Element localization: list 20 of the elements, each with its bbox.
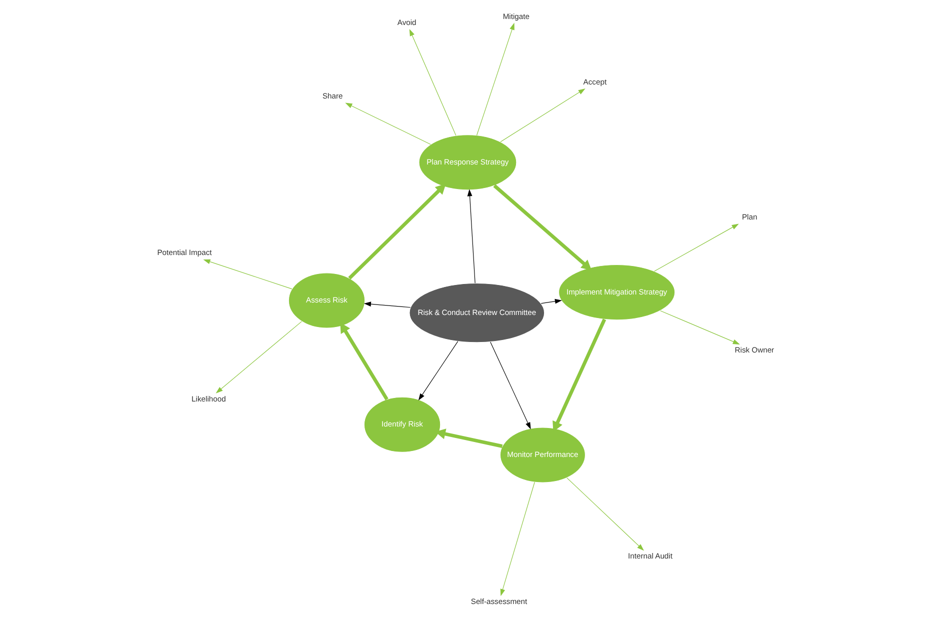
arrow xyxy=(348,184,446,280)
arrow xyxy=(540,298,562,304)
arrow xyxy=(552,318,606,432)
arrow xyxy=(490,342,530,430)
arrow xyxy=(566,478,644,551)
arrow xyxy=(500,88,585,142)
arrow xyxy=(434,428,502,448)
arrow xyxy=(654,224,738,272)
arrow xyxy=(418,341,458,401)
arrow xyxy=(340,322,388,400)
arrow xyxy=(500,482,534,596)
arrow xyxy=(408,28,456,136)
arrow xyxy=(363,302,410,308)
arrow xyxy=(476,22,514,136)
arrow xyxy=(344,102,430,145)
arrow xyxy=(202,259,292,290)
arrow xyxy=(660,310,740,344)
arrow xyxy=(215,321,302,394)
arrow xyxy=(492,184,592,270)
arrow xyxy=(466,189,475,284)
